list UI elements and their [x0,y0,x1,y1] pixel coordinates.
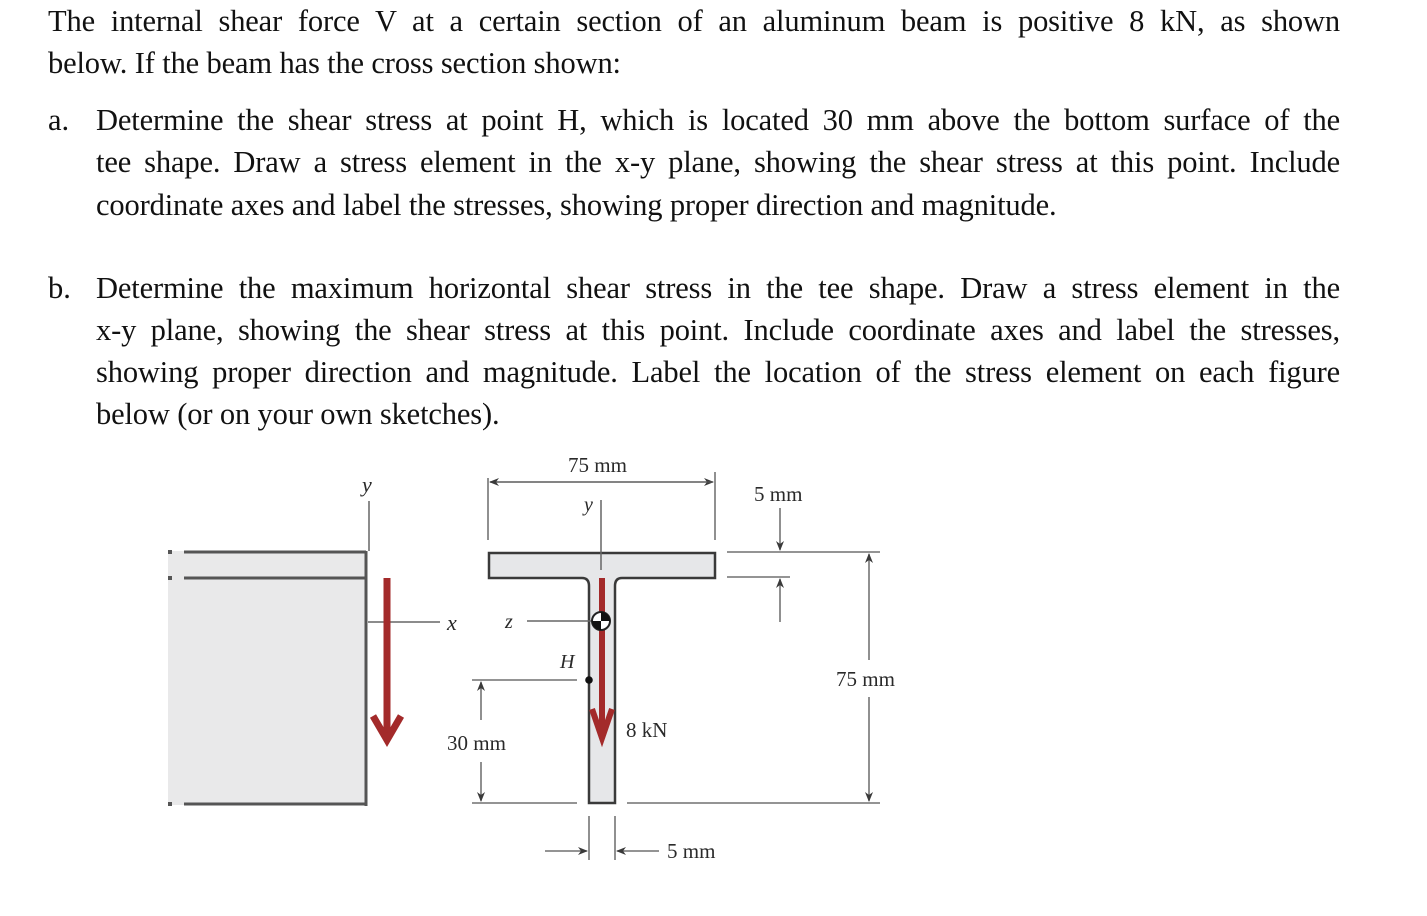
point-h-marker [585,676,593,684]
part-b-marker: b. [48,271,71,305]
beam-body [168,551,367,805]
dim-point-h-height: 30 mm [447,679,577,804]
intro-line-1: The internal shear force V at a certain … [48,4,1340,38]
dim-overall-depth: 75 mm [627,553,895,804]
section-z-axis-label: z [504,611,513,633]
flange-thickness-label: 5 mm [754,482,802,506]
part-a-line-1: Determine the shear stress at point H, w… [96,103,1340,137]
part-b-line-3: showing proper direction and magnitude. … [96,355,1340,389]
side-x-axis-label: x [446,610,457,635]
point-h-height-label: 30 mm [447,731,506,755]
centroid-icon [591,611,611,631]
point-h-label: H [559,651,576,673]
part-b-line-4: below (or on your own sketches). [96,397,500,431]
overall-depth-label: 75 mm [836,667,895,691]
side-y-axis-label: y [360,472,372,497]
side-shear-arrow-icon [369,578,405,747]
web-thickness-label: 5 mm [667,839,715,863]
part-b-line-1: Determine the maximum horizontal shear s… [96,271,1340,305]
tee-cross-section: y z H 8 kN 75 mm [447,453,895,863]
dim-web-thickness: 5 mm [545,816,715,863]
intro-line-2: below. If the beam has the cross section… [48,46,621,80]
part-b-line-2: x-y plane, showing the shear stress at t… [96,313,1340,347]
section-y-axis-label: y [582,494,593,516]
part-a-line-2: tee shape. Draw a stress element in the … [96,145,1340,179]
dim-flange-width: 75 mm [487,453,716,540]
part-a-line-3: coordinate axes and label the stresses, … [96,188,1057,222]
shear-force-label: 8 kN [626,718,667,742]
flange-width-label: 75 mm [568,453,627,477]
beam-side-view: y x [168,472,457,806]
dim-flange-thickness: 5 mm [727,482,880,622]
section-shear-arrow-icon [589,578,615,748]
part-a-marker: a. [48,103,70,137]
